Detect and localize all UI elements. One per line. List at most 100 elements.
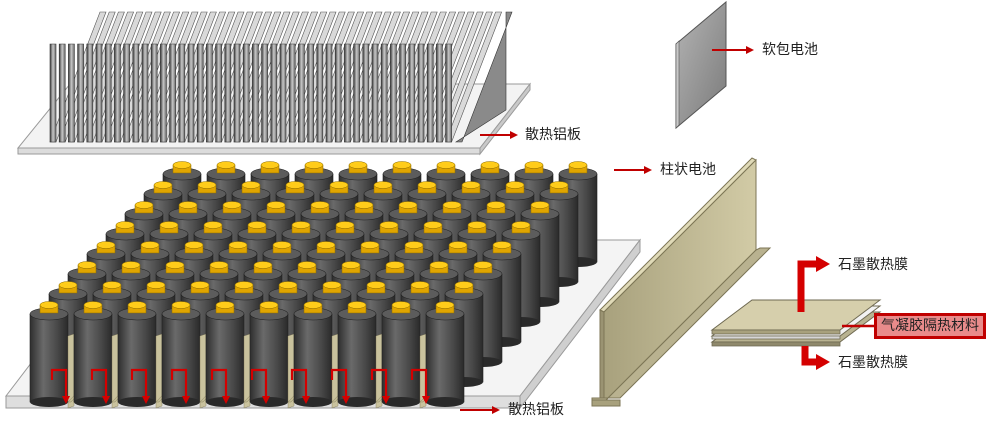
cell-cap xyxy=(492,241,512,249)
cell-cap xyxy=(461,181,481,189)
cell-cap xyxy=(209,261,229,269)
heatsink-fin xyxy=(252,43,259,143)
label-aerogel: 气凝胶隔热材料 xyxy=(874,313,986,339)
heatsink-fins xyxy=(49,11,513,143)
cell-cap xyxy=(115,221,135,229)
cell-cap xyxy=(241,181,261,189)
cell-bottom xyxy=(426,397,464,407)
label-pointers xyxy=(460,46,874,414)
heat-flow-arrowhead xyxy=(262,396,270,404)
heatsink-fin xyxy=(426,43,434,143)
heatsink-fin xyxy=(224,43,232,143)
heatsink-fin xyxy=(408,43,416,143)
heatsink-fin xyxy=(104,43,112,143)
heat-flow-arrow xyxy=(50,368,68,398)
cell-body xyxy=(117,313,157,403)
cell-cap xyxy=(360,241,380,249)
heat-flow-arrow xyxy=(330,368,348,398)
heatsink-fin xyxy=(390,43,397,143)
heat-flow-arrow xyxy=(410,368,428,398)
cell-cap xyxy=(303,301,323,309)
label-graphite-top: 石墨散热膜 xyxy=(838,257,908,273)
heat-flow-arrow xyxy=(370,368,388,398)
cell-cap xyxy=(385,261,405,269)
label-cylindrical-cell: 柱状电池 xyxy=(660,162,716,178)
cell-cap xyxy=(392,161,412,169)
heatsink-fin xyxy=(307,43,314,143)
heatsink-fin xyxy=(150,43,158,143)
heat-flow-arrowhead xyxy=(302,396,310,404)
cell-cap xyxy=(165,261,185,269)
cell-bottom xyxy=(382,397,420,407)
heatsink-fin xyxy=(371,43,379,143)
cell-cap xyxy=(435,301,455,309)
heatsink-fin-end xyxy=(454,11,513,143)
heat-flow-arrow xyxy=(290,368,308,398)
cell-cap xyxy=(524,161,544,169)
heatsink-top-plate-edge xyxy=(17,147,481,155)
heatsink-fin xyxy=(77,43,84,143)
heat-flow-arrowhead xyxy=(182,396,190,404)
spacer-front xyxy=(199,333,207,409)
cell-cap xyxy=(39,301,59,309)
cell-cap xyxy=(511,221,531,229)
cell-cap xyxy=(272,241,292,249)
cell-cap xyxy=(203,221,223,229)
graphite-top-arrow xyxy=(797,256,830,312)
cell-cap xyxy=(454,281,474,289)
heat-flow-arrow xyxy=(90,368,108,398)
cell-cap xyxy=(310,201,330,209)
spacer-wall xyxy=(591,157,772,407)
heatsink-fin xyxy=(325,43,333,143)
cell-body xyxy=(425,313,465,403)
heat-flow-arrows xyxy=(50,368,430,404)
heatsink-fin xyxy=(445,43,452,143)
cell-bottom xyxy=(30,397,68,407)
pointer-pouch-cell xyxy=(712,46,754,54)
heatsink-top xyxy=(16,11,532,156)
heatsink-fin xyxy=(58,43,66,143)
heatsink-fin xyxy=(141,43,149,143)
heatsink-fin xyxy=(178,43,186,143)
cell-cap xyxy=(297,261,317,269)
heatsink-fin xyxy=(233,43,241,143)
heatsink-fin xyxy=(436,43,443,143)
cell-cap xyxy=(505,181,525,189)
cell-cap xyxy=(184,241,204,249)
cell-cap xyxy=(423,221,443,229)
pouch-cell xyxy=(675,0,727,130)
cell-bottom xyxy=(162,397,200,407)
heatsink-fin xyxy=(298,43,305,143)
cell-cap xyxy=(190,281,210,289)
cell-cap xyxy=(215,301,235,309)
cell-cap xyxy=(121,261,141,269)
heat-flow-arrow xyxy=(130,368,148,398)
film-stack xyxy=(710,299,882,347)
cell-cap xyxy=(347,301,367,309)
cell-cap xyxy=(480,161,500,169)
graphite-film-top-edge xyxy=(711,329,841,335)
cell-cap xyxy=(410,281,430,289)
cell-cap xyxy=(304,161,324,169)
cell-body xyxy=(381,313,421,403)
cell-cap xyxy=(222,201,242,209)
heatsink-fin xyxy=(334,43,342,143)
cell-cap xyxy=(266,201,286,209)
cell-bottom xyxy=(250,397,288,407)
graphite-film-bottom-edge xyxy=(711,341,841,347)
cell-body xyxy=(249,313,289,403)
cell-cap xyxy=(436,161,456,169)
label-graphite-bottom: 石墨散热膜 xyxy=(838,355,908,371)
label-heatsink-bottom: 散热铝板 xyxy=(508,402,564,418)
heatsink-fin xyxy=(169,43,176,143)
heat-flow-arrow xyxy=(210,368,228,398)
heatsink-fin xyxy=(68,43,75,143)
pointer-heatsink-bottom xyxy=(460,406,500,414)
heatsink-fin xyxy=(132,43,140,143)
cell-cap xyxy=(247,221,267,229)
label-pouch-cell: 软包电池 xyxy=(762,42,818,58)
cell-cap xyxy=(127,301,147,309)
cell-cap xyxy=(429,261,449,269)
